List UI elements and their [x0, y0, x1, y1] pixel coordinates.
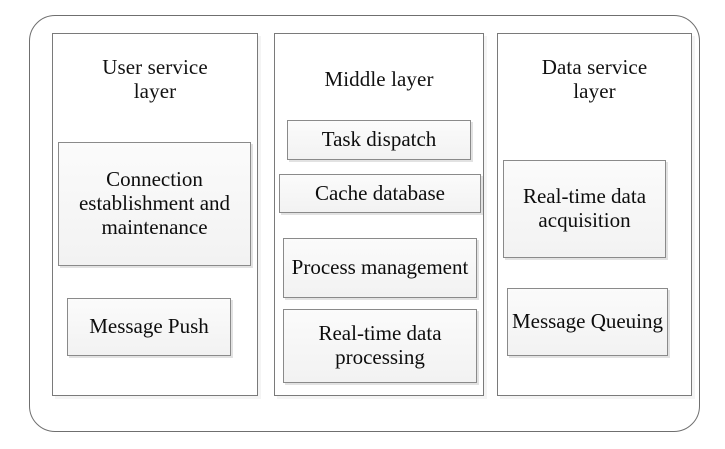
layer-title-data-service-line1: Data service: [541, 55, 648, 79]
layer-title-data-service-line2: layer: [573, 78, 616, 103]
component-cache-database[interactable]: Cache database: [279, 174, 481, 213]
layer-column-data-service[interactable]: Data service layer Real-time data acquis…: [497, 33, 692, 396]
component-connection-establishment-and-maintenance[interactable]: Connection establishment and maintenance: [58, 142, 251, 266]
layer-title-user-service: User service layer: [53, 55, 257, 103]
component-message-queuing[interactable]: Message Queuing: [507, 288, 668, 356]
component-real-time-data-processing[interactable]: Real-time data processing: [283, 309, 477, 383]
layer-title-data-service: Data service layer: [498, 55, 691, 103]
layer-column-user-service[interactable]: User service layer Connection establishm…: [52, 33, 258, 396]
component-task-dispatch[interactable]: Task dispatch: [287, 120, 471, 160]
layer-title-middle-line1: Middle layer: [324, 67, 434, 91]
layer-title-middle: Middle layer: [275, 67, 483, 92]
layer-title-user-service-line2: layer: [133, 78, 177, 103]
component-process-management[interactable]: Process management: [283, 238, 477, 298]
component-message-push[interactable]: Message Push: [67, 298, 231, 356]
layer-title-user-service-line1: User service: [102, 55, 208, 79]
layer-column-middle[interactable]: Middle layer Task dispatch Cache databas…: [274, 33, 484, 396]
component-real-time-data-acquisition[interactable]: Real-time data acquisition: [503, 160, 666, 258]
